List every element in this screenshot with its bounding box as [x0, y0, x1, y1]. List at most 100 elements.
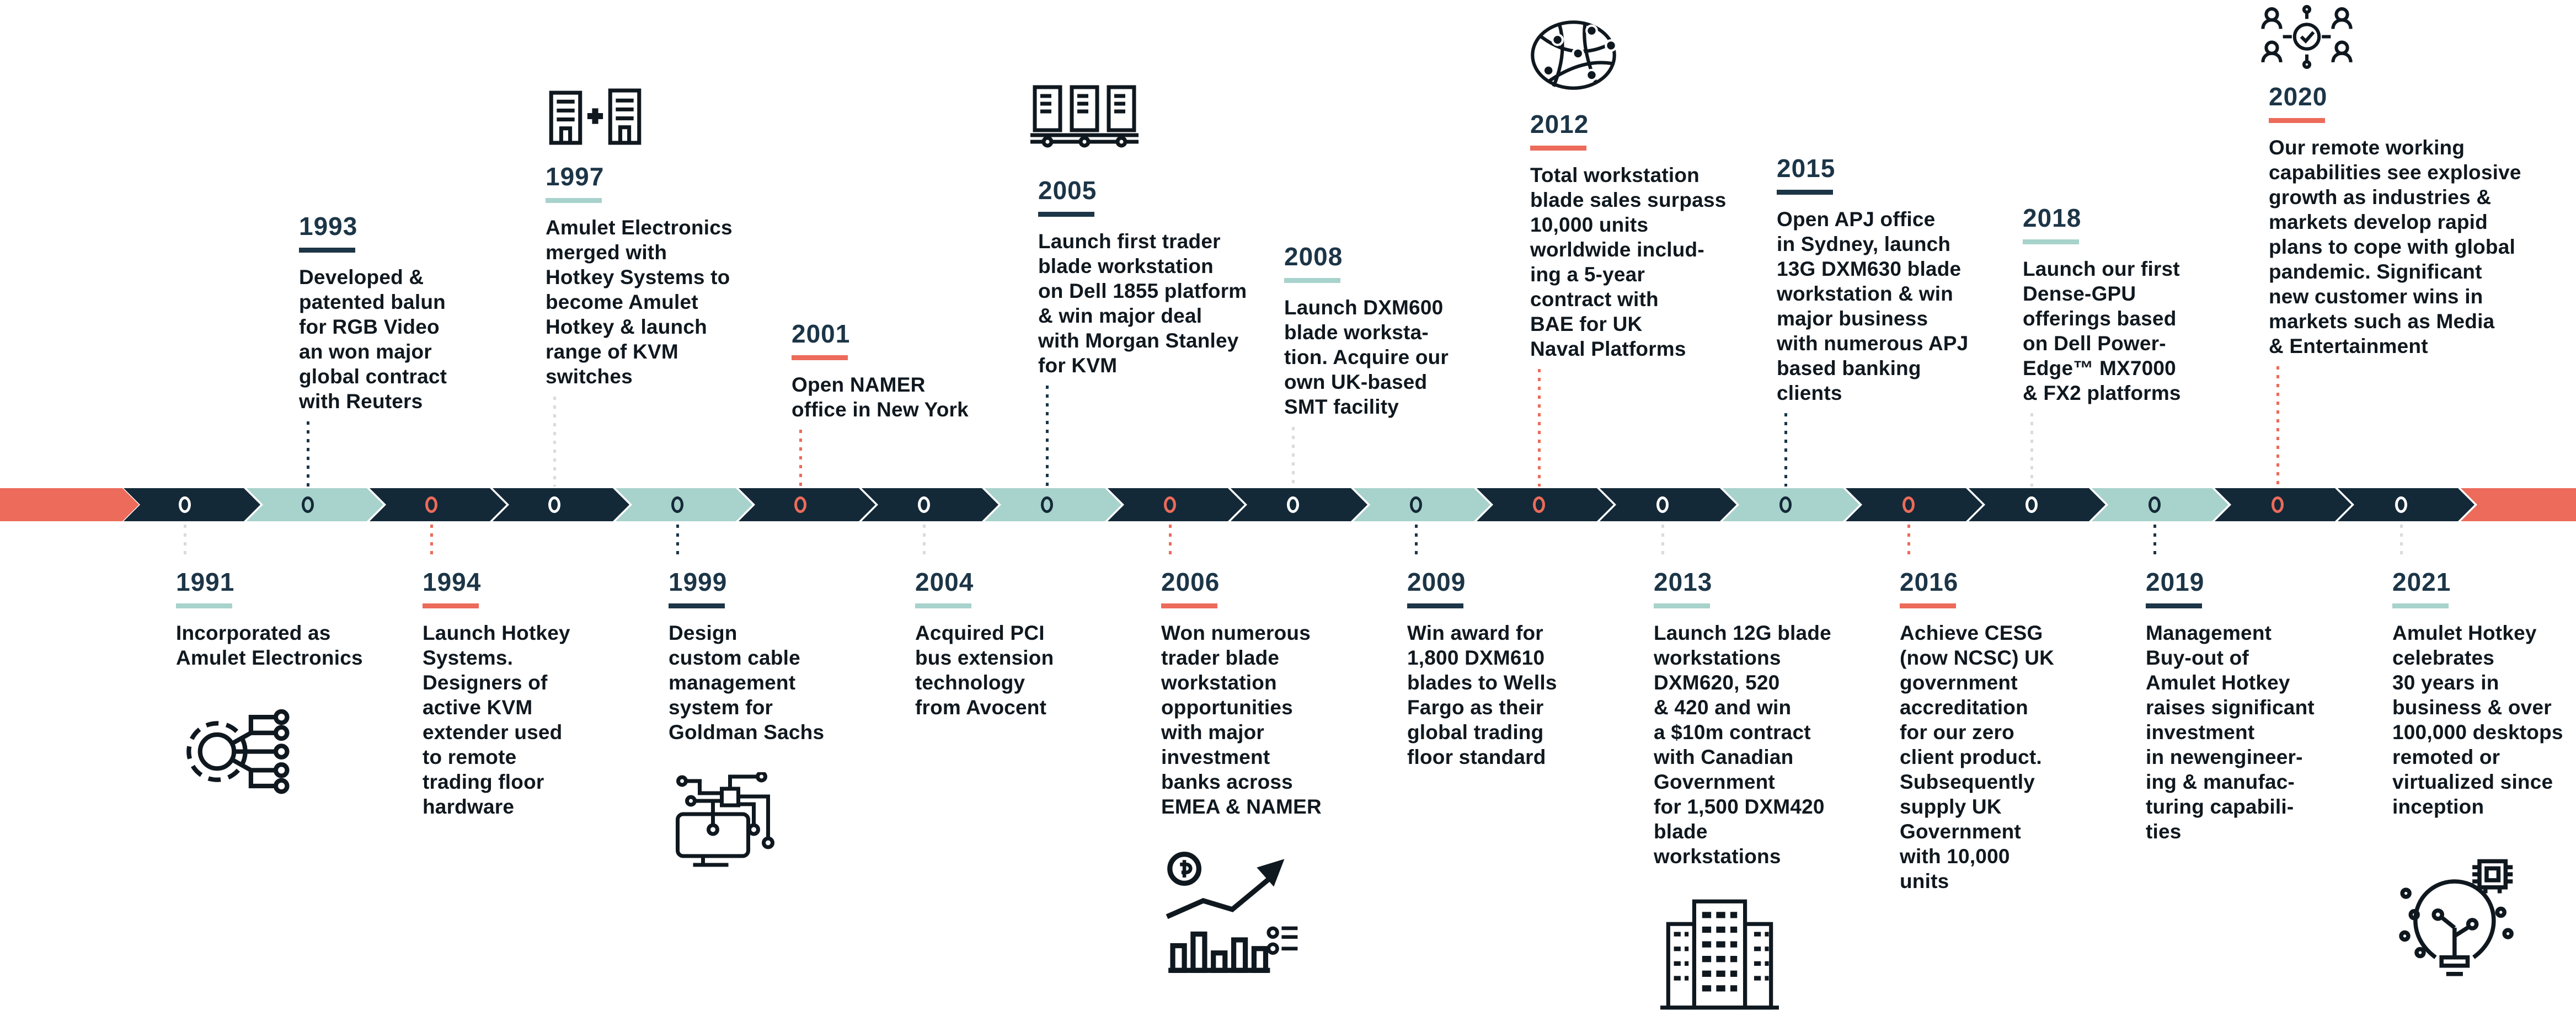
- timeline-dot-2019: [2149, 496, 2161, 513]
- event-text-line: hardware: [423, 795, 515, 818]
- event-year-label: 1999: [669, 568, 728, 596]
- event-text-line: Subsequently: [1900, 771, 2035, 793]
- event-text-line: blades to Wells: [1407, 671, 1557, 694]
- event-text-line: Amulet Electronics: [546, 216, 733, 239]
- event-text-line: Fargo as their: [1407, 696, 1544, 719]
- event-text-line: with 10,000: [1900, 845, 2010, 868]
- event-text-line: system for: [669, 696, 773, 719]
- event-text-line: own UK-based: [1284, 371, 1428, 393]
- event-year-label: 2019: [2146, 568, 2205, 596]
- event-year-label: 2016: [1900, 568, 1959, 596]
- event-text-line: technology: [915, 671, 1025, 694]
- event-text-line: workstation & win: [1777, 282, 1953, 305]
- event-text-line: new customer wins in: [2269, 285, 2483, 308]
- event-text-line: markets develop rapid: [2269, 211, 2488, 233]
- event-text-line: Developed &: [299, 266, 424, 288]
- event-text-line: Amulet Hotkey: [2392, 622, 2537, 644]
- timeline-dot-2001: [794, 496, 806, 513]
- event-accent-underline: [1777, 190, 1833, 195]
- timeline-end-cap: [2461, 488, 2576, 521]
- event-year-label: 2013: [1654, 568, 1713, 596]
- event-text-line: Government: [1900, 820, 2021, 843]
- timeline-segment: [1108, 488, 1244, 521]
- event-text-line: for our zero: [1900, 721, 2014, 744]
- event-text-line: & Entertainment: [2269, 335, 2428, 357]
- event-text-line: with Morgan Stanley: [1038, 329, 1239, 352]
- event-text-line: 10,000 units: [1530, 213, 1649, 236]
- event-year-label: 1991: [176, 568, 235, 596]
- event-text-line: based banking: [1777, 357, 1921, 379]
- event-text-line: blade: [1654, 820, 1708, 843]
- event-text-line: supply UK: [1900, 795, 2002, 818]
- event-text-line: opportunities: [1161, 696, 1293, 719]
- event-text-line: with major: [1161, 721, 1265, 744]
- event-text-line: Systems.: [423, 646, 514, 669]
- event-text-line: Designers of: [423, 671, 548, 694]
- event-text-line: active KVM: [423, 696, 533, 719]
- event-text-line: DXM620, 520: [1654, 671, 1780, 694]
- event-accent-underline: [669, 603, 725, 608]
- event-text-line: Hotkey & launch: [546, 316, 707, 338]
- event-text-line: investment: [1161, 746, 1270, 768]
- timeline-dot-1997: [548, 496, 560, 513]
- event-text-line: switches: [546, 365, 633, 388]
- connector-dotted-line: [553, 397, 556, 486]
- event-text-line: Launch Hotkey: [423, 622, 570, 644]
- timeline-segment: [1231, 488, 1367, 521]
- event-text-line: Launch DXM600: [1284, 296, 1444, 319]
- connector-dotted-line: [1538, 369, 1541, 486]
- event-text-line: ing & manufac-: [2146, 771, 2295, 793]
- event-text-line: plans to cope with global: [2269, 236, 2515, 258]
- timeline-segment: [2092, 488, 2228, 521]
- event-text-line: floor standard: [1407, 746, 1546, 768]
- timeline-dot-2008: [1287, 496, 1299, 513]
- connector-dotted-line: [1415, 525, 1418, 558]
- event-text-line: to remote: [423, 746, 517, 768]
- event-text-line: turing capabili-: [2146, 795, 2294, 818]
- timeline-dot-2020: [2272, 496, 2284, 513]
- event-text-line: Our remote working: [2269, 136, 2465, 159]
- connector-dotted-line: [1169, 525, 1172, 558]
- event-text-line: offerings based: [2023, 307, 2177, 330]
- timeline-dot-1999: [671, 496, 683, 513]
- event-year-label: 2021: [2392, 568, 2451, 596]
- timeline-segment: [124, 488, 260, 521]
- event-accent-underline: [299, 248, 355, 253]
- connector-dotted-line: [799, 430, 802, 486]
- event-text-line: blade sales surpass: [1530, 189, 1727, 211]
- connector-dotted-line: [1661, 525, 1664, 558]
- event-text-line: markets such as Media: [2269, 310, 2495, 333]
- event-year-label: 2005: [1038, 176, 1097, 205]
- event-text-line: & FX2 platforms: [2023, 382, 2181, 404]
- event-text-line: 1,800 DXM610: [1407, 646, 1545, 669]
- event-text-line: Open APJ office: [1777, 208, 1936, 231]
- event-text-line: Government: [1654, 771, 1775, 793]
- event-text-line: range of KVM: [546, 340, 678, 363]
- timeline-segment: [1969, 488, 2105, 521]
- event-text-line: a $10m contract: [1654, 721, 1811, 744]
- event-text-line: remoted or: [2392, 746, 2500, 768]
- event-text-line: for RGB Video: [299, 316, 440, 338]
- event-text-line: blade workstation: [1038, 255, 1214, 277]
- event-text-line: workstations: [1654, 646, 1781, 669]
- event-text-line: Won numerous: [1161, 622, 1311, 644]
- timeline-dot-2015: [1779, 496, 1792, 513]
- timeline-dot-2009: [1410, 496, 1422, 513]
- event-text-line: banks across: [1161, 771, 1293, 793]
- event-text-line: capabilities see explosive: [2269, 161, 2521, 184]
